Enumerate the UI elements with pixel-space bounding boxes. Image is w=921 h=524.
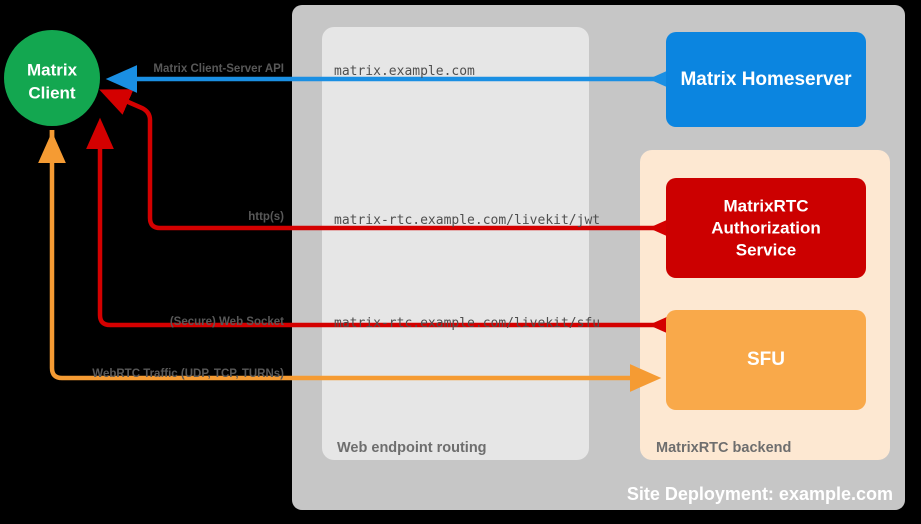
- matrixrtc-auth-service-label-line3: Service: [736, 240, 797, 259]
- sfu-shape[interactable]: [666, 310, 866, 410]
- node-matrix-client[interactable]: Matrix Client: [4, 30, 100, 126]
- matrixrtc-auth-service-shape[interactable]: [666, 178, 866, 278]
- edge-secure-websocket: [86, 117, 681, 339]
- matrix-client-shape[interactable]: [4, 30, 100, 126]
- edge-webrtc-line: [49, 130, 662, 392]
- web-endpoint-routing-panel: [322, 27, 589, 460]
- sfu-label: SFU: [747, 349, 785, 370]
- route-label-jwt: matrix-rtc.example.com/livekit/jwt: [334, 213, 600, 228]
- zone-label-matrixrtc-backend: MatrixRTC backend: [656, 440, 791, 456]
- matrixrtc-auth-service-label-line1: MatrixRTC: [723, 196, 808, 215]
- edge-label-https: http(s): [248, 211, 284, 223]
- node-sfu[interactable]: SFU: [666, 310, 866, 410]
- edge-https-line: [99, 89, 681, 242]
- edge-label-webrtc: WebRTC Traffic (UDP, TCP, TURNs): [92, 368, 284, 380]
- edge-https: [99, 89, 681, 242]
- route-label-sfu: matrix-rtc.example.com/livekit/sfu: [334, 316, 600, 331]
- node-matrix-homeserver[interactable]: Matrix Homeserver: [666, 32, 866, 127]
- matrixrtc-auth-service-label-line2: Authorization: [711, 218, 821, 237]
- zone-label-site-deployment: Site Deployment: example.com: [627, 484, 893, 504]
- edge-label-cs-api: Matrix Client-Server API: [153, 63, 284, 75]
- edge-label-websocket: (Secure) Web Socket: [170, 316, 284, 328]
- matrix-client-label-line2: Client: [28, 83, 76, 102]
- route-label-matrix: matrix.example.com: [334, 64, 475, 79]
- node-matrixrtc-auth-service[interactable]: MatrixRTC Authorization Service: [666, 178, 866, 278]
- zone-label-web-endpoint-routing: Web endpoint routing: [337, 440, 487, 456]
- matrix-homeserver-shape[interactable]: [666, 32, 866, 127]
- edge-websocket-line: [86, 117, 681, 339]
- edge-webrtc-traffic: [38, 130, 662, 392]
- zone-web-endpoint-routing: [322, 27, 589, 460]
- matrix-homeserver-label: Matrix Homeserver: [680, 69, 852, 90]
- matrix-client-label-line1: Matrix: [27, 60, 78, 79]
